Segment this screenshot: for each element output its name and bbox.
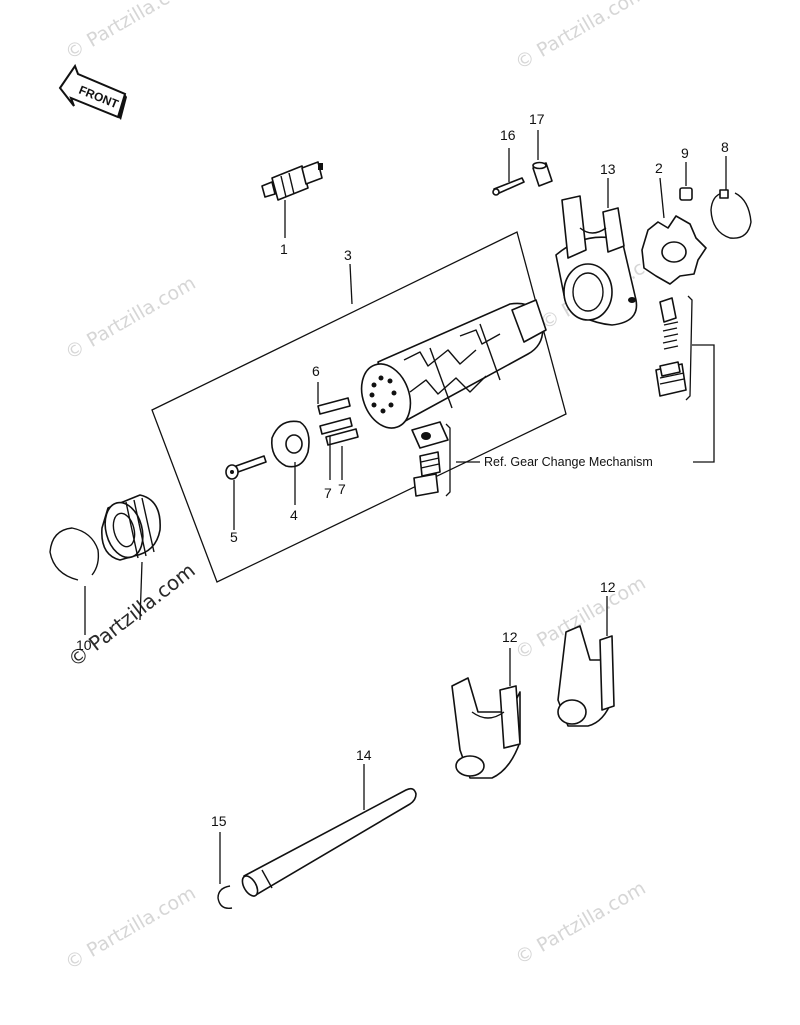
callout-5: 5	[230, 529, 238, 545]
callout-4: 4	[290, 507, 298, 523]
bracket-spring	[685, 295, 693, 401]
part-9-collar	[679, 187, 693, 201]
part-13-shift-fork	[555, 195, 638, 326]
drum-plate-ref	[411, 421, 449, 497]
callout-12a: 12	[502, 629, 518, 645]
needle-bearing	[101, 494, 161, 561]
part-17-pin	[532, 161, 553, 187]
callout-9: 9	[681, 145, 689, 161]
callout-3: 3	[344, 247, 352, 263]
callout-2: 2	[655, 160, 663, 176]
callout-8: 8	[721, 139, 729, 155]
callout-7b: 7	[338, 481, 346, 497]
watermark-6: © Partzilla.com	[62, 882, 200, 974]
front-arrow-icon: FRONT	[58, 63, 127, 120]
callout-10: 10	[76, 637, 92, 653]
part-6-pins	[317, 397, 359, 446]
assembly-box-3	[151, 231, 567, 583]
callout-7a: 7	[324, 485, 332, 501]
part-4-plate	[270, 420, 310, 468]
part-8-circlip	[710, 189, 752, 239]
callout-1: 1	[280, 241, 288, 257]
callout-14: 14	[356, 747, 372, 763]
part-5-screw	[225, 455, 267, 480]
callout-17: 17	[529, 111, 545, 127]
callout-13: 13	[600, 161, 616, 177]
watermark-2: © Partzilla.com	[512, 0, 650, 74]
part-16-cotter-pin	[492, 177, 525, 196]
callout-6: 6	[312, 363, 320, 379]
callout-16: 16	[500, 127, 516, 143]
part-14-shaft	[241, 787, 417, 897]
callout-12b: 12	[600, 579, 616, 595]
part-1-neutral-switch	[261, 161, 323, 201]
leader-lines	[84, 130, 727, 884]
callout-15: 15	[211, 813, 227, 829]
part-15-circlip	[217, 885, 233, 909]
watermark-dark: © Partzilla.com	[63, 558, 199, 672]
part-3-shift-drum	[360, 299, 547, 429]
watermark-7: © Partzilla.com	[512, 877, 650, 969]
part-12a-shift-fork	[451, 677, 521, 779]
reference-text: Ref. Gear Change Mechanism	[484, 455, 653, 469]
watermark-3: © Partzilla.com	[62, 272, 200, 364]
bracket-plate	[445, 423, 451, 497]
part-10-circlip	[49, 527, 100, 581]
part-12b-shift-fork	[557, 625, 615, 727]
detent-spring-assembly	[655, 297, 687, 397]
callouts: 1 3 6 7 7 4 5 10 16 17 13 2 9 8 12 12 14…	[76, 111, 729, 829]
watermark-1: © Partzilla.com	[62, 0, 200, 64]
part-2-drum-stopper	[641, 215, 707, 285]
